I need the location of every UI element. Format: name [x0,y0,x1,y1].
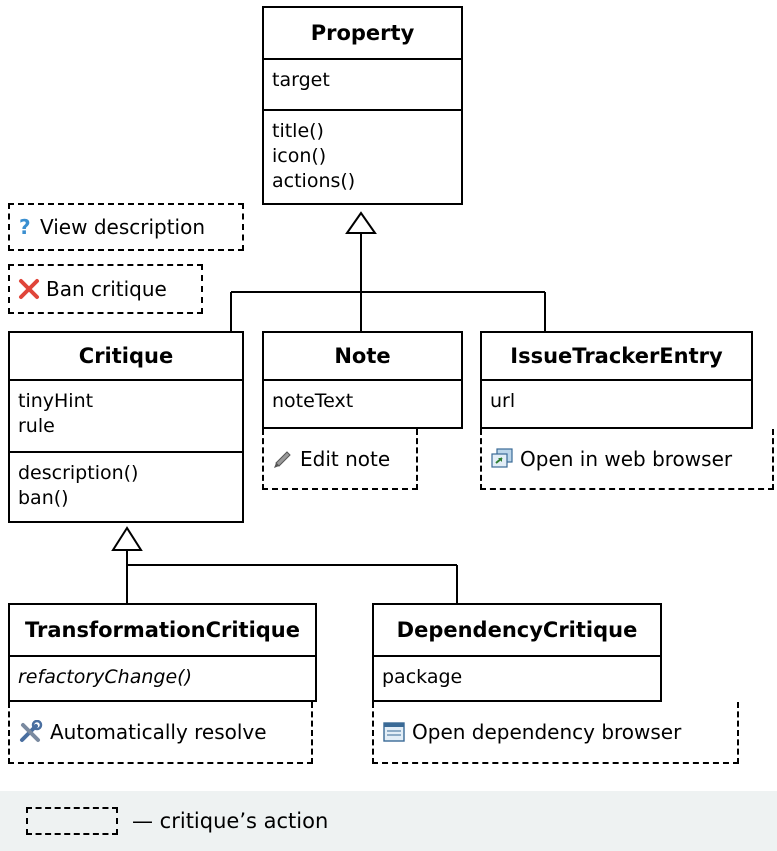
attribute: package [382,666,463,688]
open-web-browser-action[interactable]: Open in web browser [480,429,774,490]
web-browser-icon [490,447,514,470]
critique-class: Critique tinyHint rule description() ban… [8,331,244,523]
legend-label: — critique’s action [132,809,329,833]
class-name: TransformationCritique [10,605,315,657]
attribute: target [272,69,330,91]
note-class: Note noteText [262,331,463,429]
method: refactoryChange() [18,666,192,688]
dashed-box-swatch [26,807,118,835]
property-inheritance-arrow [345,211,377,234]
tools-icon [18,720,44,744]
attributes-section: url [482,381,751,422]
issue-tracker-entry-class: IssueTrackerEntry url [480,331,753,429]
class-name: Property [264,8,461,60]
class-name: DependencyCritique [374,605,660,657]
window-icon [382,721,406,743]
method: actions() [272,170,356,192]
view-description-action[interactable]: ? View description [8,203,244,251]
edit-note-action[interactable]: Edit note [262,429,418,490]
methods-section: title() icon() actions() [264,111,461,202]
attribute: noteText [272,390,354,412]
attributes-section: target [264,60,461,111]
attributes-section: package [374,657,660,698]
legend: — critique’s action [0,791,777,851]
action-label: View description [40,215,206,239]
action-label: Edit note [300,446,391,471]
question-icon: ? [18,216,34,238]
methods-section: description() ban() [10,453,242,519]
svg-text:?: ? [19,216,31,238]
automatically-resolve-action[interactable]: Automatically resolve [8,702,313,764]
open-dependency-browser-action[interactable]: Open dependency browser [372,702,739,764]
attribute: rule [18,415,55,437]
methods-section: refactoryChange() [10,657,315,698]
class-name: Note [264,333,461,381]
class-name: Critique [10,333,242,381]
method: description() [18,462,139,484]
action-label: Open dependency browser [412,720,682,744]
critique-inheritance-arrow [111,526,143,551]
transformation-critique-class: TransformationCritique refactoryChange() [8,603,317,702]
attribute: tinyHint [18,390,94,412]
dependency-critique-class: DependencyCritique package [372,603,662,702]
attributes-section: tinyHint rule [10,381,242,453]
method: ban() [18,487,69,509]
method: title() [272,120,324,142]
action-label: Automatically resolve [50,720,267,744]
class-name: IssueTrackerEntry [482,333,751,381]
ban-critique-action[interactable]: Ban critique [8,264,203,314]
property-class: Property target title() icon() actions() [262,6,463,205]
attribute: url [490,390,516,412]
cross-icon [18,278,40,300]
method: icon() [272,145,327,167]
action-label: Open in web browser [520,446,733,471]
action-label: Ban critique [46,277,167,301]
attributes-section: noteText [264,381,461,422]
pencil-icon [272,448,294,470]
